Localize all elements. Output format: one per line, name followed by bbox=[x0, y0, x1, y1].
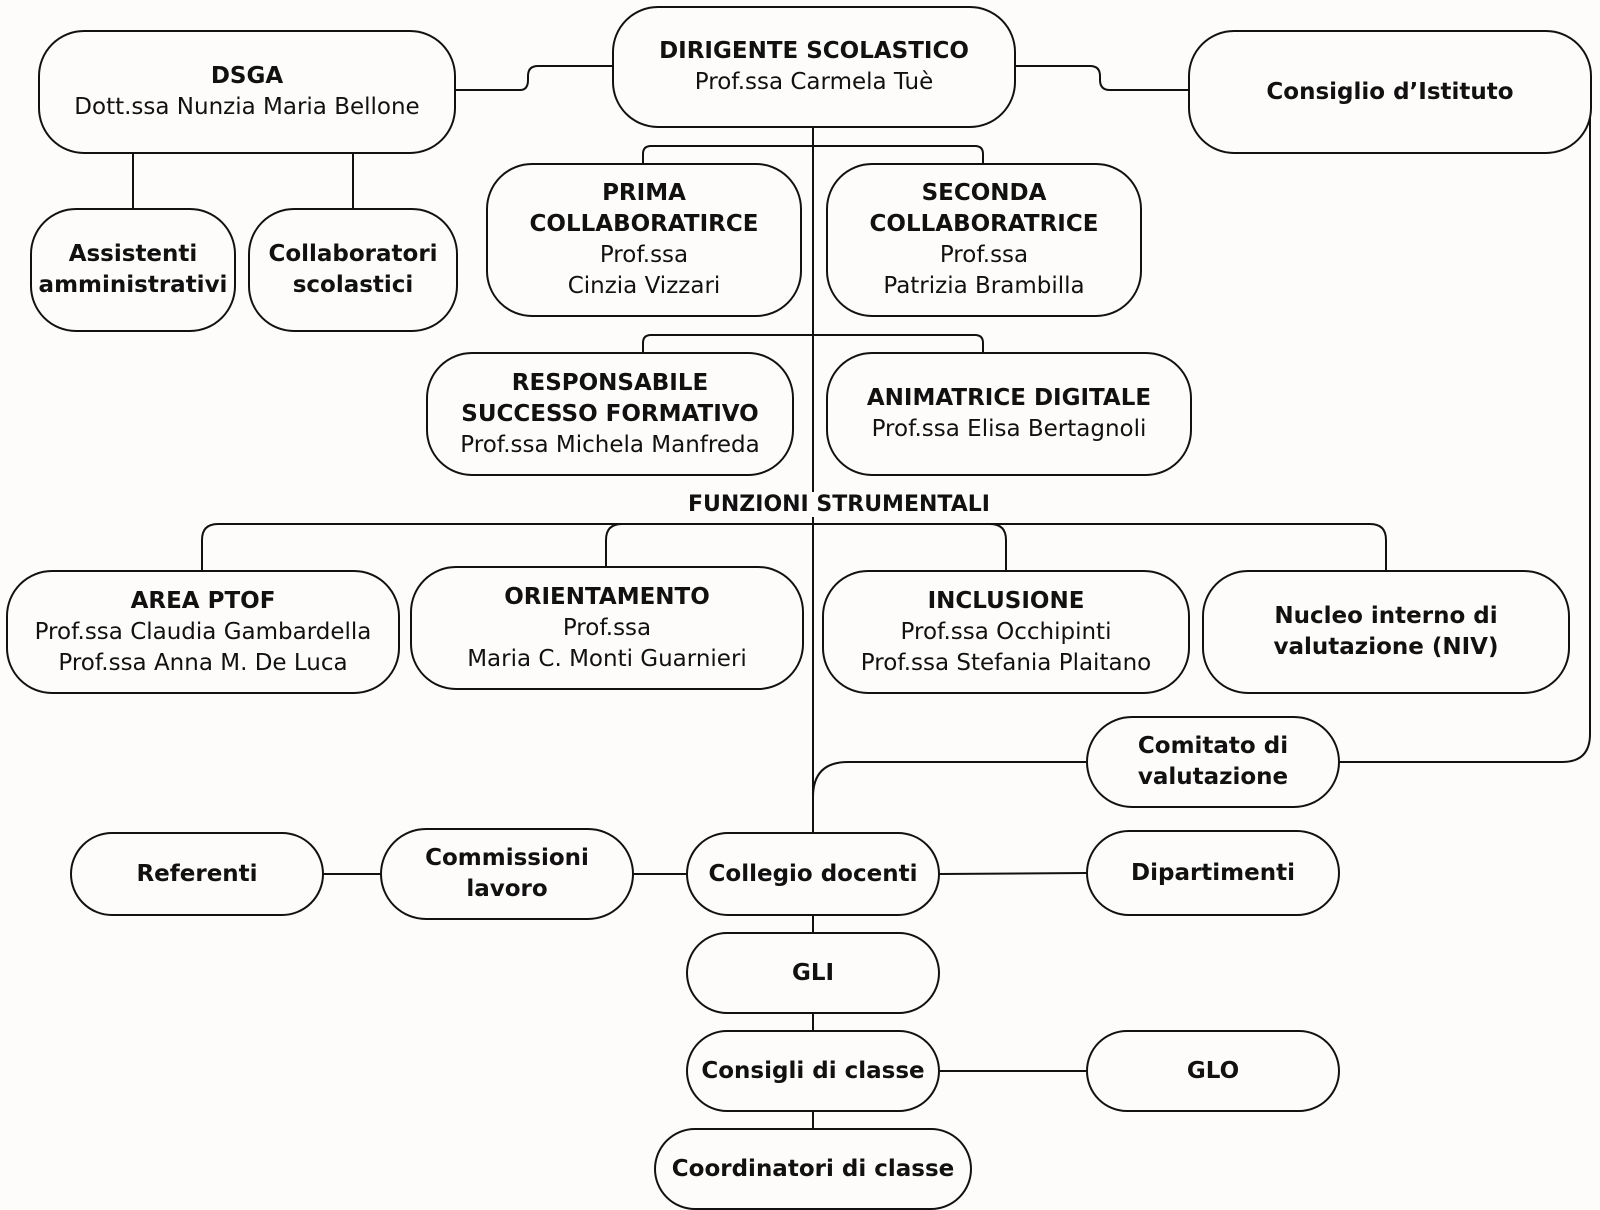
node-prima-collaboratrice[interactable]: PRIMA COLLABORATIRCE Prof.ssa Cinzia Viz… bbox=[486, 163, 802, 317]
seconda-title: SECONDA COLLABORATRICE bbox=[869, 180, 1099, 237]
assistenti-title: Assistenti amministrativi bbox=[38, 241, 228, 298]
coordinatori-title: Coordinatori di classe bbox=[671, 1155, 955, 1182]
inclusione-title: INCLUSIONE bbox=[927, 587, 1085, 614]
node-gli[interactable]: GLI bbox=[686, 932, 940, 1014]
connector-collegio-dipartimenti bbox=[939, 872, 1087, 875]
gli-title: GLI bbox=[791, 959, 835, 986]
collegio-title: Collegio docenti bbox=[708, 860, 918, 887]
connector-collaboratrici-bracket bbox=[642, 145, 984, 163]
connector-consiglio-comitato bbox=[1340, 90, 1591, 763]
area-ptof-title: AREA PTOF bbox=[130, 587, 276, 614]
niv-title: Nucleo interno di valutazione (NIV) bbox=[1273, 603, 1499, 660]
funzioni-strumentali-label: FUNZIONI STRUMENTALI bbox=[684, 492, 994, 517]
node-consiglio-istituto[interactable]: Consiglio d’Istituto bbox=[1188, 30, 1592, 154]
seconda-line-2: Patrizia Brambilla bbox=[883, 273, 1085, 299]
node-commissioni[interactable]: Commissioni lavoro bbox=[380, 828, 634, 920]
animatrice-name: Prof.ssa Elisa Bertagnoli bbox=[871, 416, 1147, 442]
consigli-classe-title: Consigli di classe bbox=[701, 1057, 925, 1084]
consiglio-istituto-title: Consiglio d’Istituto bbox=[1266, 78, 1514, 105]
dsga-title: DSGA bbox=[210, 63, 284, 89]
node-niv[interactable]: Nucleo interno di valutazione (NIV) bbox=[1202, 570, 1570, 694]
connector-dsga-dirigente bbox=[454, 65, 612, 91]
node-coordinatori[interactable]: Coordinatori di classe bbox=[654, 1128, 972, 1210]
node-orientamento[interactable]: ORIENTAMENTO Prof.ssa Maria C. Monti Gua… bbox=[410, 566, 804, 690]
connector-staff-bracket bbox=[642, 334, 984, 352]
node-collegio[interactable]: Collegio docenti bbox=[686, 832, 940, 916]
node-glo[interactable]: GLO bbox=[1086, 1030, 1340, 1112]
node-responsabile[interactable]: RESPONSABILE SUCCESSO FORMATIVO Prof.ssa… bbox=[426, 352, 794, 476]
node-seconda-collaboratrice[interactable]: SECONDA COLLABORATRICE Prof.ssa Patrizia… bbox=[826, 163, 1142, 317]
node-assistenti[interactable]: Assistenti amministrativi bbox=[30, 208, 236, 332]
node-consigli-classe[interactable]: Consigli di classe bbox=[686, 1030, 940, 1112]
orientamento-line-1: Prof.ssa bbox=[562, 614, 652, 641]
dipartimenti-title: Dipartimenti bbox=[1131, 859, 1295, 886]
referenti-title: Referenti bbox=[136, 860, 258, 887]
glo-title: GLO bbox=[1186, 1057, 1240, 1084]
area-ptof-line-1: Prof.ssa Claudia Gambardella bbox=[34, 618, 372, 645]
connector-orientamento bbox=[605, 523, 623, 566]
node-area-ptof[interactable]: AREA PTOF Prof.ssa Claudia Gambardella P… bbox=[6, 570, 400, 694]
prima-line-1: Prof.ssa bbox=[599, 242, 689, 268]
connector-dirigente-consiglio bbox=[1016, 65, 1188, 91]
node-collaboratori[interactable]: Collaboratori scolastici bbox=[248, 208, 458, 332]
dirigente-name: Prof.ssa Carmela Tuè bbox=[694, 69, 934, 95]
node-animatrice[interactable]: ANIMATRICE DIGITALE Prof.ssa Elisa Berta… bbox=[826, 352, 1192, 476]
responsabile-name: Prof.ssa Michela Manfreda bbox=[460, 431, 760, 458]
area-ptof-line-2: Prof.ssa Anna M. De Luca bbox=[58, 649, 348, 676]
node-dsga[interactable]: DSGA Dott.ssa Nunzia Maria Bellone bbox=[38, 30, 456, 154]
node-dirigente[interactable]: DIRIGENTE SCOLASTICO Prof.ssa Carmela Tu… bbox=[612, 6, 1016, 128]
node-comitato[interactable]: Comitato di valutazione bbox=[1086, 716, 1340, 808]
orientamento-title: ORIENTAMENTO bbox=[504, 583, 710, 610]
node-inclusione[interactable]: INCLUSIONE Prof.ssa Occhipinti Prof.ssa … bbox=[822, 570, 1190, 694]
responsabile-title: RESPONSABILE SUCCESSO FORMATIVO bbox=[461, 369, 759, 427]
animatrice-title: ANIMATRICE DIGITALE bbox=[866, 385, 1152, 411]
inclusione-line-1: Prof.ssa Occhipinti bbox=[900, 618, 1112, 645]
prima-title: PRIMA COLLABORATIRCE bbox=[529, 180, 759, 237]
collaboratori-title: Collaboratori scolastici bbox=[268, 241, 438, 298]
connector-inclusione bbox=[989, 523, 1007, 570]
inclusione-line-2: Prof.ssa Stefania Plaitano bbox=[860, 649, 1152, 676]
orientamento-line-2: Maria C. Monti Guarnieri bbox=[467, 645, 747, 672]
connector-funzioni-bracket bbox=[201, 523, 1387, 570]
seconda-line-1: Prof.ssa bbox=[939, 242, 1029, 268]
commissioni-title: Commissioni lavoro bbox=[425, 845, 589, 902]
dirigente-title: DIRIGENTE SCOLASTICO bbox=[659, 38, 969, 64]
connector-comitato-collegio bbox=[812, 761, 1086, 832]
dsga-name: Dott.ssa Nunzia Maria Bellone bbox=[74, 94, 420, 120]
prima-line-2: Cinzia Vizzari bbox=[567, 273, 721, 299]
comitato-title: Comitato di valutazione bbox=[1137, 733, 1289, 790]
node-dipartimenti[interactable]: Dipartimenti bbox=[1086, 830, 1340, 916]
node-referenti[interactable]: Referenti bbox=[70, 832, 324, 916]
